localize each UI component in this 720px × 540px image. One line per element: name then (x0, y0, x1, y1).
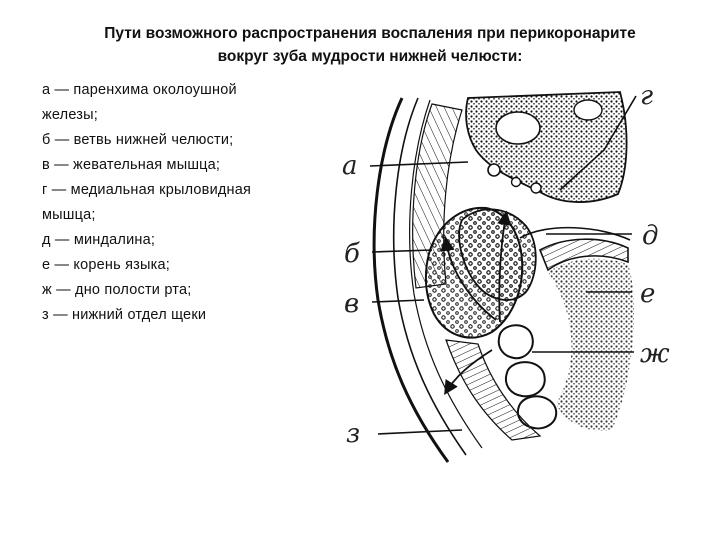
spread-arrows (440, 210, 512, 396)
gland-lobule (573, 99, 603, 121)
legend-item-b: б — ветвь нижней челюсти; (42, 132, 234, 148)
vessel (487, 163, 501, 177)
tonsil (538, 238, 629, 272)
page-title: Пути возможного распространения воспален… (40, 22, 700, 68)
legend-item-v: в — жевательная мышца; (42, 157, 221, 173)
label-zh: ж (640, 339, 670, 369)
mucosa-line (519, 226, 631, 241)
fascia-line (392, 97, 467, 456)
title-line-1: Пути возможного распространения воспален… (104, 25, 636, 42)
title-line-2: вокруг зуба мудрости нижней челюсти: (217, 48, 523, 65)
molar-teeth (497, 324, 558, 430)
lower-cheek (445, 339, 542, 441)
legend-list: а — паренхима околоушной железы; б — вет… (42, 78, 282, 328)
label-b: б (344, 239, 360, 269)
fascia-line-2 (409, 99, 483, 449)
label-d: д (642, 221, 658, 251)
legend-item-e: е — корень языка; (42, 257, 170, 273)
label-v: в (344, 289, 359, 319)
legend-item-d: д — миндалина; (42, 232, 156, 248)
vessel (530, 182, 542, 194)
label-a: а (342, 151, 358, 181)
tongue-root (548, 258, 635, 431)
gland-lobule (495, 111, 541, 145)
legend-item-g: г — медиальная крыловидная мышца; (42, 182, 252, 223)
vessel (510, 176, 522, 188)
legend-item-zh: ж — дно полости рта; (42, 282, 192, 298)
skin-contour (372, 97, 450, 463)
leader-lines (369, 95, 637, 435)
label-e: е (640, 279, 655, 309)
label-g: г (640, 81, 653, 111)
legend-item-z: з — нижний отдел щеки (42, 307, 207, 323)
legend-item-a: а — паренхима околоушной железы; (42, 82, 237, 123)
label-z: з (346, 419, 360, 449)
